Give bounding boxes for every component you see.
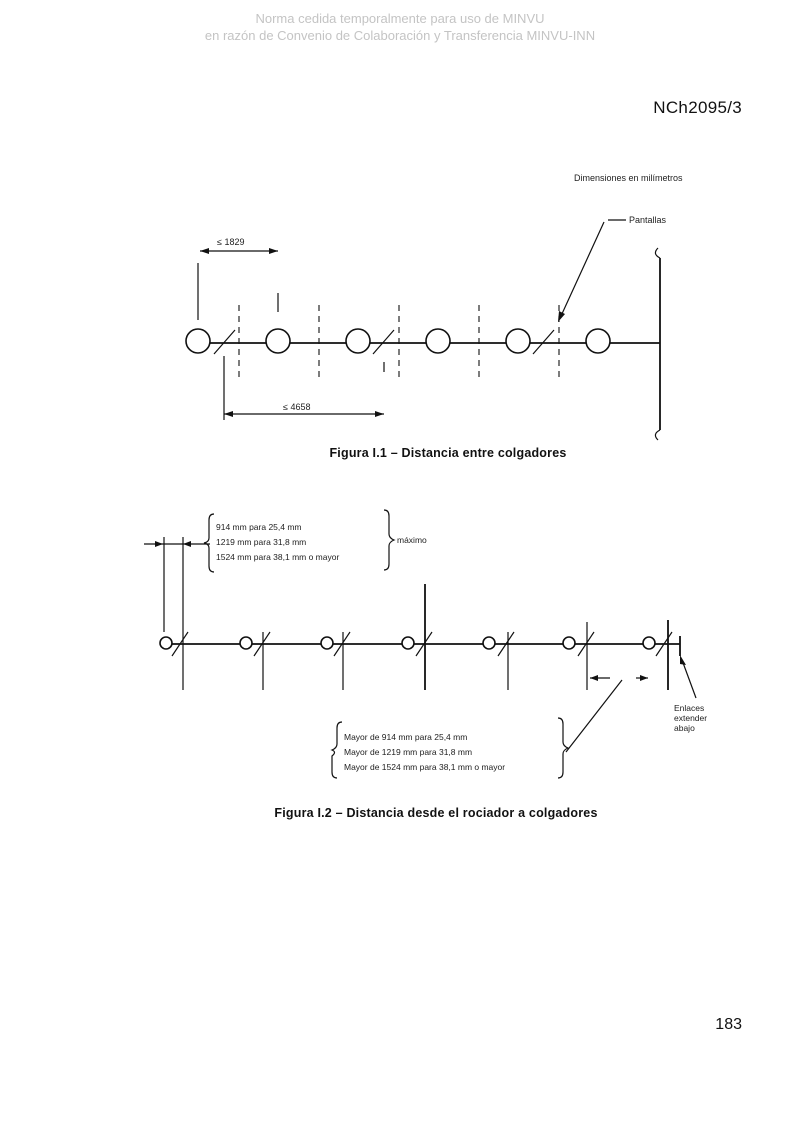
sprinkler-2-5 — [482, 636, 496, 650]
sprinkler-2-6 — [562, 636, 576, 650]
dim-top-arrow-left — [200, 248, 209, 254]
standard-code: NCh2095/3 — [653, 98, 742, 117]
min-note-line-3: Mayor de 1524 mm para 38,1 mm o mayor — [344, 762, 505, 772]
dim-max-arrow-left — [155, 541, 163, 547]
hanger-2-2 — [253, 631, 271, 657]
dimensions-note: Dimensiones en milímetros — [574, 173, 683, 183]
max-label: máximo — [397, 535, 427, 545]
sprinkler-2-2 — [239, 636, 253, 650]
dim-bottom-arrow-left — [224, 411, 233, 417]
dim-top-arrow-right — [269, 248, 278, 254]
hanger-2-1 — [171, 631, 189, 657]
sprinkler-2-7 — [642, 636, 656, 650]
figure-2-diagram: 914 mm para 25,4 mm 1219 mm para 31,8 mm… — [144, 509, 707, 779]
sprinkler-4 — [425, 328, 451, 354]
min-brace-right — [557, 717, 570, 779]
hanger-2-3 — [333, 631, 351, 657]
dim-max-arrow-right — [183, 541, 191, 547]
screens-label: Pantallas — [629, 215, 667, 225]
dim-bottom-label-bg — [279, 398, 333, 411]
sprinkler-2-3 — [320, 636, 334, 650]
dim-bottom-arrow-right — [375, 411, 384, 417]
sprinkler-6 — [585, 328, 611, 354]
figure-2-caption: Figura I.2 – Distancia desde el rociador… — [274, 806, 598, 820]
sprinkler-2-1 — [159, 636, 173, 650]
dim-bottom-label: ≤ 4658 — [283, 402, 310, 412]
watermark-line-2: en razón de Convenio de Colaboración y T… — [204, 28, 596, 43]
dim-top-label: ≤ 1829 — [217, 237, 244, 247]
min-note-leader — [565, 679, 623, 753]
max-brace-left — [203, 513, 215, 573]
dim-min-arrow-right — [640, 675, 648, 681]
end-note-line-1: Enlaces — [674, 703, 704, 713]
dim-top-label-bg — [212, 234, 266, 247]
figure-1-caption: Figura I.1 – Distancia entre colgadores — [329, 446, 567, 460]
screens-leader-line — [560, 221, 605, 317]
sprinkler-2-4 — [401, 636, 415, 650]
screens-leader-arrowhead — [558, 311, 565, 322]
min-note-line-2: Mayor de 1219 mm para 31,8 mm — [344, 747, 472, 757]
min-brace-left — [330, 721, 343, 779]
page-number: 183 — [715, 1016, 742, 1033]
figure-1-diagram: Dimensiones en milímetros Pantallas ≤ 18… — [185, 173, 683, 441]
hanger-2-4 — [415, 631, 433, 657]
hanger-2 — [372, 329, 395, 355]
dim-min-arrow-left — [590, 675, 598, 681]
sprinkler-1 — [185, 328, 211, 354]
max-note-line-3: 1524 mm para 38,1 mm o mayor — [216, 552, 339, 562]
hanger-2-5 — [497, 631, 515, 657]
max-note-line-1: 914 mm para 25,4 mm — [216, 522, 302, 532]
end-note-line-2: extender — [674, 713, 707, 723]
hanger-2-7 — [655, 631, 673, 657]
end-note-arrowhead — [680, 655, 686, 665]
max-note-line-2: 1219 mm para 31,8 mm — [216, 537, 306, 547]
end-note-line-3: abajo — [674, 723, 695, 733]
end-wall-break — [654, 247, 661, 441]
hanger-3 — [532, 329, 555, 355]
watermark-line-1: Norma cedida temporalmente para uso de M… — [255, 11, 545, 26]
end-note-leader — [681, 659, 697, 699]
sprinkler-2 — [265, 328, 291, 354]
hanger-2-6 — [577, 631, 595, 657]
min-note-line-1: Mayor de 914 mm para 25,4 mm — [344, 732, 467, 742]
sprinkler-5 — [505, 328, 531, 354]
max-brace-right — [383, 509, 396, 571]
hanger-1 — [213, 329, 236, 355]
sprinkler-3 — [345, 328, 371, 354]
